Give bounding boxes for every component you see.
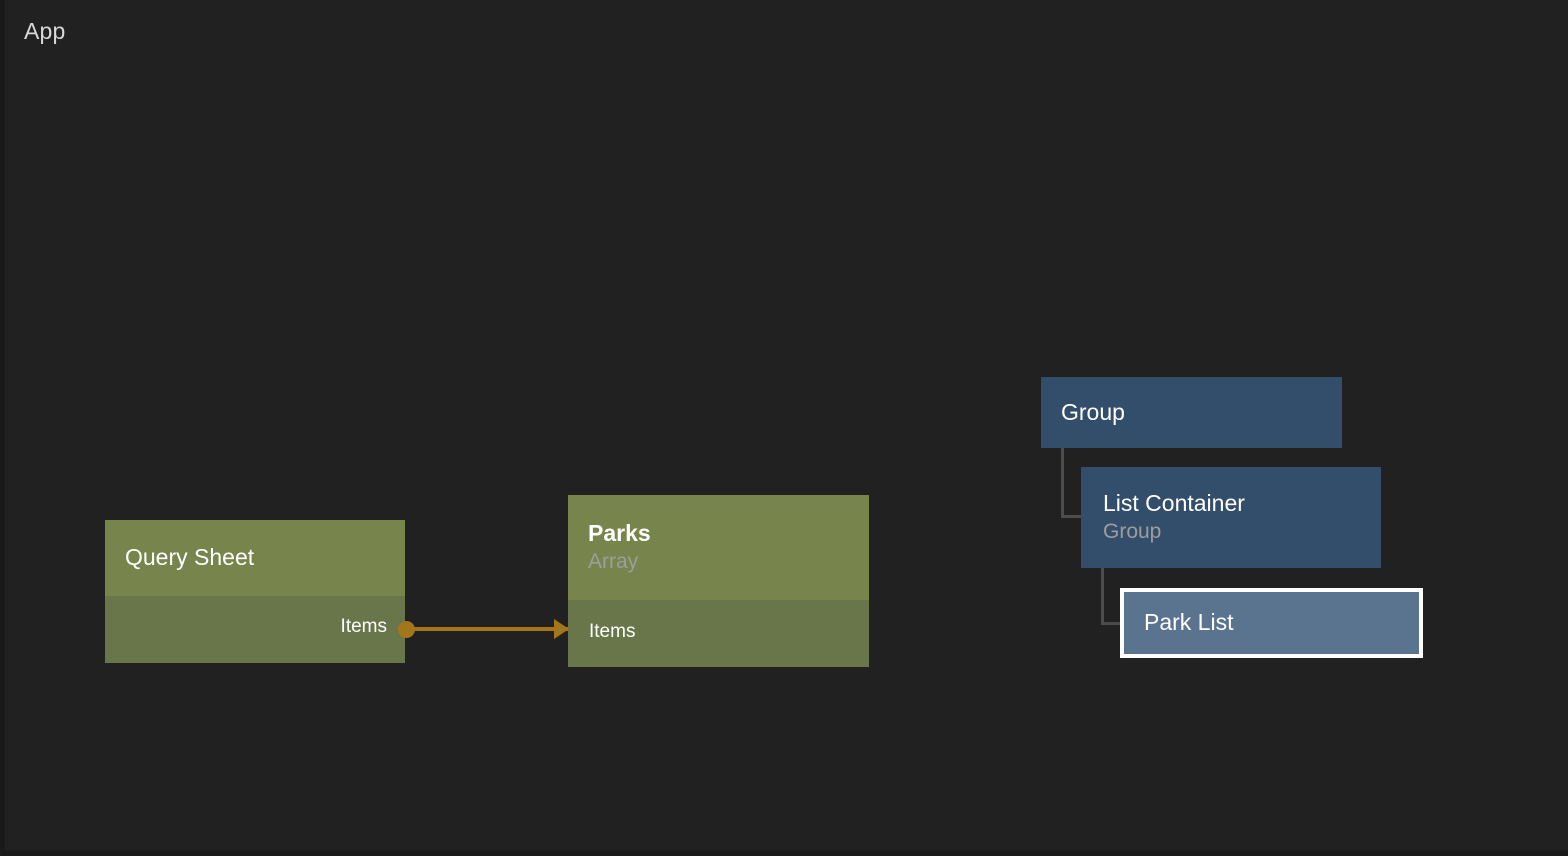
node-parks-header: Parks Array [568, 495, 869, 600]
output-port-dot-query-sheet-items[interactable] [398, 621, 415, 638]
tree-connector-list-container-to-park-list [1101, 568, 1122, 625]
port-label-query-sheet-items: Items [340, 616, 387, 637]
node-list-container-subtitle: Group [1103, 520, 1162, 544]
node-query-sheet-title: Query Sheet [125, 544, 255, 571]
node-query-sheet-header: Query Sheet [105, 520, 405, 596]
page-title: App [24, 18, 66, 44]
node-list-container[interactable]: List Container Group [1081, 467, 1381, 568]
port-row-query-sheet-items[interactable]: Items [341, 616, 387, 638]
connection-edge-query-sheet-to-parks[interactable] [406, 627, 569, 631]
node-query-sheet[interactable]: Query Sheet Items [105, 520, 405, 663]
node-park-list-title: Park List [1144, 609, 1234, 636]
port-label-parks-items: Items [589, 621, 636, 642]
node-parks-subtitle: Array [588, 550, 639, 574]
node-park-list[interactable]: Park List [1120, 588, 1423, 658]
node-parks-title: Parks [588, 520, 651, 547]
port-row-parks-items[interactable]: Items [589, 621, 635, 643]
node-parks[interactable]: Parks Array Items [568, 495, 869, 667]
node-list-container-title: List Container [1103, 490, 1245, 517]
node-parks-body: Items [568, 600, 869, 667]
node-group[interactable]: Group [1041, 377, 1342, 448]
input-port-arrow-parks-items[interactable] [554, 619, 569, 639]
node-group-title: Group [1061, 398, 1125, 425]
tree-connector-group-to-list-container [1061, 448, 1083, 518]
node-query-sheet-body: Items [105, 596, 405, 663]
